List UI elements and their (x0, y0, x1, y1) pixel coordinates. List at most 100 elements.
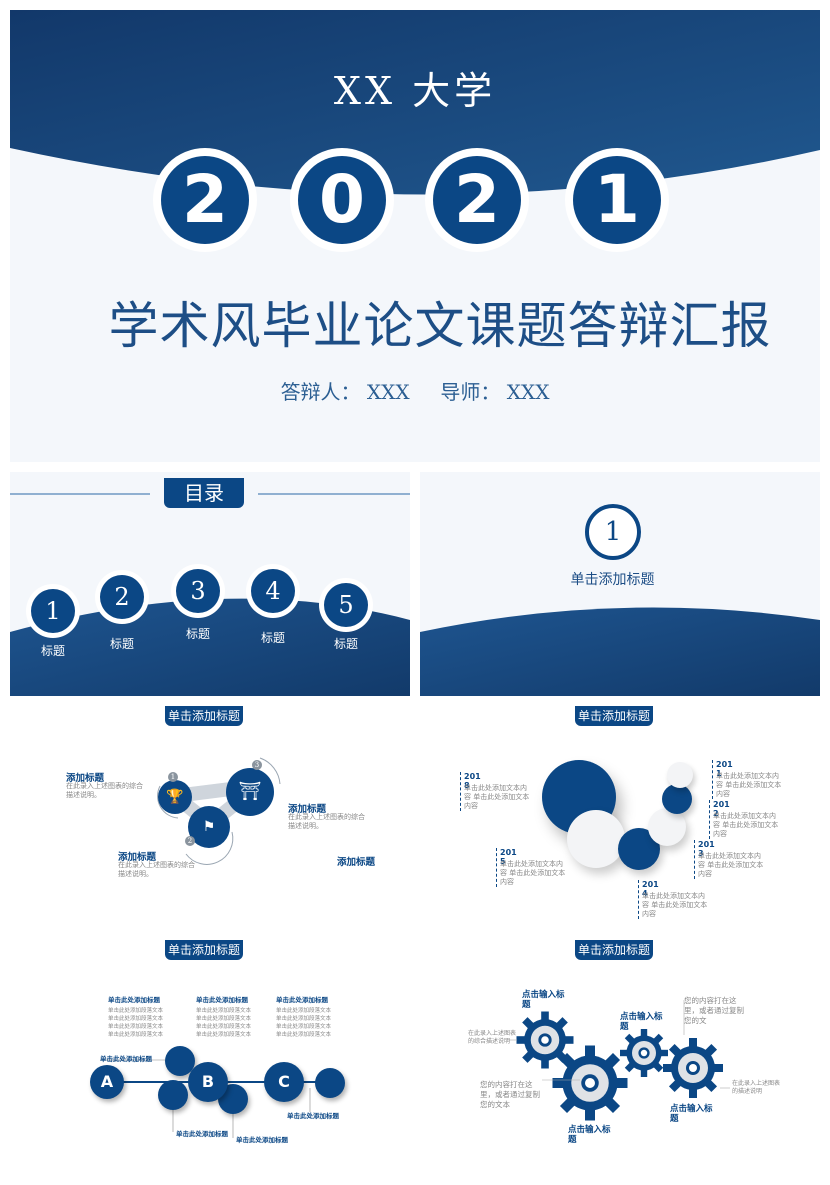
abc-column-title: 单击此处添加标题 (196, 996, 248, 1004)
gear-title-2[interactable]: 点击输入标题 (620, 1012, 663, 1032)
abc-label-1[interactable]: 单击此处添加标题 (100, 1055, 152, 1063)
abc-column-2[interactable]: 单击此处添加标题 单击此处添加段落文本 单击此处添加段落文本 单击此处添加段落文… (196, 994, 276, 1039)
presenter-line: 答辩人： XXX 导师： XXX (10, 376, 820, 405)
gate-node[interactable]: ⛩ (226, 768, 274, 816)
timeline-circle-navy-3 (662, 784, 692, 814)
gear-title-1[interactable]: 点击输入标题 (522, 990, 565, 1010)
timeline-text: 单击此处添加文本内容 单击此处添加文本内容 (698, 852, 764, 878)
process-slide: 单击添加标题 🏆 ⚑ ⛩ 1 2 3 添加标题 在此录入上述图表的综合描述说明。… (10, 706, 410, 930)
process-item-3-title[interactable]: 添加标题 (118, 852, 157, 863)
abc-column-line: 单击此处添加段落文本 (108, 1024, 164, 1030)
abc-slide-tag[interactable]: 单击添加标题 (165, 940, 243, 960)
flag-icon: ⚑ (202, 819, 216, 835)
timeline-entry-2011[interactable]: 2011 单击此处添加文本内容 单击此处添加文本内容 (712, 760, 786, 799)
process-item-4-title[interactable]: 添加标题 (337, 857, 376, 868)
timeline-year: 2012 (713, 800, 730, 818)
gears-slide-tag[interactable]: 单击添加标题 (575, 940, 653, 960)
abc-label-4[interactable]: 单击此处添加标题 (287, 1112, 339, 1120)
timeline-entry-2018[interactable]: 2018 单击此处添加文本内容 单击此处添加文本内容 (460, 772, 534, 811)
process-item-2-title[interactable]: 添加标题 (288, 804, 327, 815)
timeline-text: 单击此处添加文本内容 单击此处添加文本内容 (716, 772, 782, 798)
advisor-name[interactable]: XXX (506, 380, 550, 404)
abc-column-line: 单击此处添加段落文本 (276, 1032, 332, 1038)
timeline-entry-2012[interactable]: 2012 单击此处添加文本内容 单击此处添加文本内容 (709, 800, 783, 839)
trophy-icon: 🏆 (166, 789, 184, 805)
process-item-1-text: 在此录入上述图表的综合描述说明。 (66, 782, 143, 799)
timeline-slide-tag[interactable]: 单击添加标题 (575, 706, 653, 726)
trophy-node[interactable]: 🏆 (158, 780, 192, 814)
toc-item-1[interactable]: 1 (26, 584, 80, 638)
abc-node-b[interactable]: B (188, 1062, 228, 1102)
advisor-label: 导师： (440, 380, 501, 404)
abc-dot-2 (158, 1080, 188, 1110)
toc-item-4[interactable]: 4 (246, 564, 300, 618)
toc-item-4-label: 标题 (260, 631, 285, 645)
gears-slide: 单击添加标题 (420, 940, 820, 1164)
toc-item-3-num: 3 (176, 569, 220, 613)
timeline-text: 单击此处添加文本内容 单击此处添加文本内容 (642, 892, 708, 918)
abc-label-2[interactable]: 单击此处添加标题 (176, 1130, 228, 1138)
timeline-circle-white-3 (667, 762, 693, 788)
abc-column-3[interactable]: 单击此处添加标题 单击此处添加段落文本 单击此处添加段落文本 单击此处添加段落文… (276, 994, 356, 1039)
process-item-1-title[interactable]: 添加标题 (66, 773, 105, 784)
abc-column-line: 单击此处添加段落文本 (108, 1032, 164, 1038)
timeline-year: 2013 (698, 840, 715, 858)
abc-label-3[interactable]: 单击此处添加标题 (236, 1136, 288, 1144)
presenter-name[interactable]: XXX (366, 380, 410, 404)
timeline-text: 单击此处添加文本内容 单击此处添加文本内容 (464, 784, 530, 810)
gear-note-1[interactable]: 在此录入上述图表的综合描述说明 (468, 1030, 517, 1045)
toc-title: 目录 (164, 478, 244, 508)
abc-column-line: 单击此处添加段落文本 (196, 1032, 252, 1038)
process-item-2-text: 在此录入上述图表的综合描述说明。 (288, 813, 365, 830)
toc-item-4-num: 4 (251, 569, 295, 613)
toc-item-5-label: 标题 (333, 637, 358, 651)
abc-column-line: 单击此处添加段落文本 (196, 1008, 252, 1014)
process-item-3-text: 在此录入上述图表的综合描述说明。 (118, 861, 195, 878)
timeline-entry-2014[interactable]: 2014 单击此处添加文本内容 单击此处添加文本内容 (638, 880, 712, 919)
toc-item-5-num: 5 (324, 583, 368, 627)
abc-node-a[interactable]: A (90, 1065, 124, 1099)
timeline-year: 2014 (642, 880, 659, 898)
gear-title-3[interactable]: 点击输入标题 (568, 1125, 611, 1145)
toc-item-2-label: 标题 (109, 637, 134, 651)
section-label[interactable]: 单击添加标题 (570, 572, 655, 588)
gear-note-2[interactable]: 您的内容打在这里，或者通过复制您的文本 (480, 1080, 540, 1109)
toc-item-2-num: 2 (100, 575, 144, 619)
timeline-text: 单击此处添加文本内容 单击此处添加文本内容 (500, 860, 566, 886)
toc-slide: 目录 1 标题 2 标题 3 标题 4 标题 5 标题 (10, 472, 410, 696)
abc-node-c[interactable]: C (264, 1062, 304, 1102)
process-slide-tag[interactable]: 单击添加标题 (165, 706, 243, 726)
toc-item-3[interactable]: 3 (171, 564, 225, 618)
section-number[interactable]: 1 (585, 504, 641, 560)
toc-item-5[interactable]: 5 (319, 578, 373, 632)
abc-column-line: 单击此处添加段落文本 (196, 1016, 252, 1022)
gear-title-4[interactable]: 点击输入标题 (670, 1104, 713, 1124)
badge-1: 1 (168, 772, 178, 782)
year-digit-3-circle: 2 (433, 156, 521, 244)
year-digit-2-circle: 0 (298, 156, 386, 244)
flag-node[interactable]: ⚑ (188, 806, 230, 848)
toc-item-1-label: 标题 (40, 644, 65, 658)
abc-column-line: 单击此处添加段落文本 (108, 1008, 164, 1014)
cover-title[interactable]: 学术风毕业论文课题答辩汇报 (108, 297, 772, 355)
timeline-entry-2015[interactable]: 2015 单击此处添加文本内容 单击此处添加文本内容 (496, 848, 570, 887)
toc-item-1-num: 1 (31, 589, 75, 633)
gears-diagram (508, 1000, 730, 1121)
abc-column-1[interactable]: 单击此处添加标题 单击此处添加段落文本 单击此处添加段落文本 单击此处添加段落文… (108, 994, 188, 1039)
gear-note-3[interactable]: 您的内容打在这里，或者通过复制您的文 (684, 996, 744, 1025)
abc-dot-4 (315, 1068, 345, 1098)
badge-3: 3 (252, 760, 262, 770)
cover-slide: XX 大学 2 0 2 1 学术风毕业论文课题答辩汇报 答辩人： XXX 导师：… (10, 10, 820, 462)
timeline-year: 2011 (716, 760, 733, 778)
timeline-circle-white-2 (648, 808, 686, 846)
gear-note-4[interactable]: 在此录入上述图表的描述说明 (732, 1080, 781, 1095)
abc-column-line: 单击此处添加段落文本 (276, 1024, 332, 1030)
toc-item-2[interactable]: 2 (95, 570, 149, 624)
timeline-year: 2015 (500, 848, 517, 866)
timeline-entry-2013[interactable]: 2013 单击此处添加文本内容 单击此处添加文本内容 (694, 840, 768, 879)
abc-column-title: 单击此处添加标题 (276, 996, 328, 1004)
timeline-text: 单击此处添加文本内容 单击此处添加文本内容 (713, 812, 779, 838)
year-digit-1-circle: 2 (161, 156, 249, 244)
section-number-text: 1 (604, 517, 622, 547)
section-background (420, 607, 820, 696)
